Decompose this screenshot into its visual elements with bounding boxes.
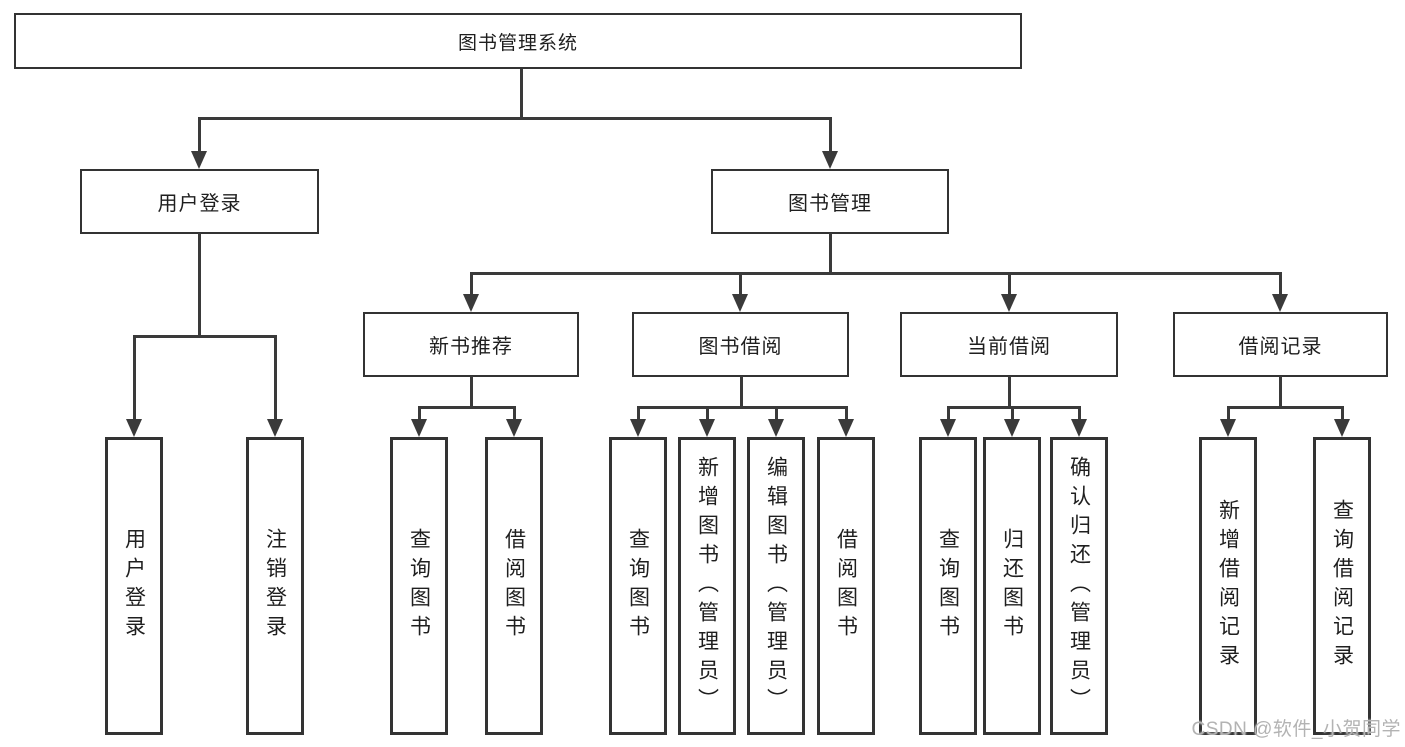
- connector-branch: [417, 405, 516, 409]
- leaf-cb-query-books: 查询图书: [919, 437, 977, 735]
- arrow-down-icon: [732, 294, 748, 312]
- arrow-down-icon: [940, 419, 956, 437]
- node-label: 图书借阅: [698, 336, 783, 358]
- connector-branch: [946, 405, 1081, 409]
- leaf-user-login: 用户登录: [105, 437, 163, 735]
- leaf-label: 新增借阅记录: [1216, 499, 1240, 673]
- connector-drop-borrow-records: [1278, 271, 1282, 296]
- arrow-down-icon: [411, 419, 427, 437]
- connector-drop-leaf: [1226, 405, 1230, 421]
- connector-drop-leaf: [273, 334, 277, 421]
- node-label: 图书管理系统: [457, 32, 578, 54]
- leaf-bb-borrow-books: 借阅图书: [817, 437, 875, 735]
- connector-drop-user-login: [197, 116, 201, 153]
- connector-drop-leaf: [705, 405, 709, 421]
- leaf-nb-query-books: 查询图书: [390, 437, 448, 735]
- leaf-cb-return-books: 归还图书: [983, 437, 1041, 735]
- connector-drop-new-book: [469, 271, 473, 296]
- connector-trunk: [739, 376, 743, 408]
- connector-trunk: [1278, 376, 1282, 408]
- leaf-label: 查询图书: [936, 528, 960, 644]
- connector-drop-current-borrow: [1007, 271, 1011, 296]
- arrow-down-icon: [630, 419, 646, 437]
- connector-drop-leaf: [844, 405, 848, 421]
- node-book-management: 图书管理: [711, 169, 949, 234]
- node-user-login: 用户登录: [80, 169, 319, 234]
- connector-drop-leaf: [774, 405, 778, 421]
- connector-drop-book-management: [828, 116, 832, 153]
- connector-user-login-trunk: [197, 233, 201, 336]
- connector-book-mgmt-trunk: [828, 233, 832, 274]
- connector-drop-leaf: [1340, 405, 1344, 421]
- node-new-book-recommend: 新书推荐: [363, 312, 579, 377]
- connector-drop-leaf: [132, 334, 136, 421]
- leaf-cb-confirm-return-admin: 确认归还（管理员）: [1050, 437, 1108, 735]
- connector-drop-leaf: [512, 405, 516, 421]
- leaf-label: 编辑图书（管理员）: [764, 455, 788, 717]
- arrow-down-icon: [699, 419, 715, 437]
- watermark: CSDN @软件_小贺同学: [1191, 719, 1401, 740]
- leaf-br-add-record: 新增借阅记录: [1199, 437, 1257, 735]
- node-borrow-records: 借阅记录: [1173, 312, 1388, 377]
- leaf-nb-borrow-books: 借阅图书: [485, 437, 543, 735]
- node-book-borrow: 图书借阅: [632, 312, 849, 377]
- node-label: 新书推荐: [429, 336, 513, 358]
- node-label: 用户登录: [157, 193, 242, 215]
- leaf-bb-add-books-admin: 新增图书（管理员）: [678, 437, 736, 735]
- arrow-down-icon: [768, 419, 784, 437]
- node-label: 借阅记录: [1238, 336, 1323, 358]
- leaf-label: 用户登录: [122, 528, 146, 644]
- leaf-label: 借阅图书: [502, 528, 526, 644]
- node-current-borrow: 当前借阅: [900, 312, 1118, 377]
- connector-root-branch: [197, 116, 832, 120]
- connector-root-trunk: [519, 69, 523, 118]
- connector-drop-leaf: [1077, 405, 1081, 421]
- connector-drop-leaf: [636, 405, 640, 421]
- leaf-br-query-record: 查询借阅记录: [1313, 437, 1371, 735]
- arrow-down-icon: [191, 151, 207, 169]
- leaf-label: 查询图书: [407, 528, 431, 644]
- node-root-library-system: 图书管理系统: [14, 13, 1022, 69]
- connector-book-mgmt-branch: [469, 271, 1282, 275]
- arrow-down-icon: [1334, 419, 1350, 437]
- leaf-bb-edit-books-admin: 编辑图书（管理员）: [747, 437, 805, 735]
- arrow-down-icon: [267, 419, 283, 437]
- connector-drop-leaf: [417, 405, 421, 421]
- arrow-down-icon: [838, 419, 854, 437]
- leaf-label: 新增图书（管理员）: [695, 455, 719, 717]
- leaf-label: 归还图书: [1000, 528, 1024, 644]
- connector-drop-leaf: [946, 405, 950, 421]
- leaf-logout: 注销登录: [246, 437, 304, 735]
- arrow-down-icon: [126, 419, 142, 437]
- connector-user-login-branch: [132, 334, 277, 338]
- arrow-down-icon: [1004, 419, 1020, 437]
- connector-drop-leaf: [1010, 405, 1014, 421]
- arrow-down-icon: [1272, 294, 1288, 312]
- connector-trunk: [469, 376, 473, 408]
- arrow-down-icon: [1001, 294, 1017, 312]
- arrow-down-icon: [506, 419, 522, 437]
- node-label: 当前借阅: [967, 336, 1051, 358]
- leaf-label: 借阅图书: [834, 528, 858, 644]
- arrow-down-icon: [463, 294, 479, 312]
- connector-branch: [636, 405, 848, 409]
- leaf-label: 注销登录: [263, 528, 287, 644]
- arrow-down-icon: [1220, 419, 1236, 437]
- leaf-label: 确认归还（管理员）: [1067, 455, 1091, 717]
- node-label: 图书管理: [788, 193, 872, 215]
- arrow-down-icon: [822, 151, 838, 169]
- leaf-label: 查询图书: [626, 528, 650, 644]
- connector-drop-book-borrow: [738, 271, 742, 296]
- connector-branch: [1226, 405, 1344, 409]
- connector-trunk: [1007, 376, 1011, 408]
- leaf-label: 查询借阅记录: [1330, 499, 1354, 673]
- leaf-bb-query-books: 查询图书: [609, 437, 667, 735]
- arrow-down-icon: [1071, 419, 1087, 437]
